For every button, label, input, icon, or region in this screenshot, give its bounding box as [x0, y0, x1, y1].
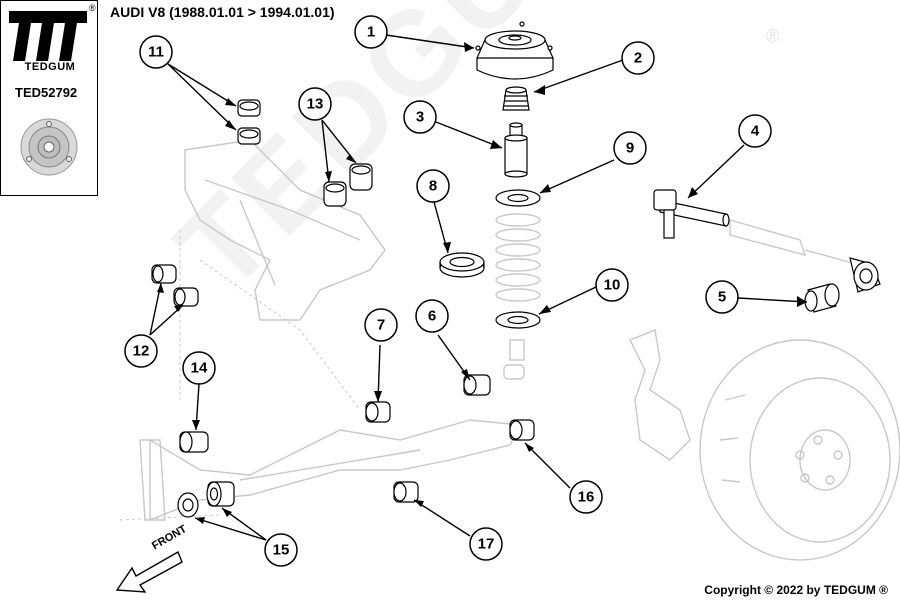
subframe-outline: [179, 139, 386, 411]
svg-text:1: 1: [367, 24, 375, 41]
bearing-part: [439, 252, 485, 278]
callout-12: 12: [124, 334, 158, 368]
svg-text:14: 14: [191, 360, 208, 377]
svg-text:12: 12: [133, 343, 150, 360]
copyright: Copyright © 2022 by TEDGUM ®: [704, 583, 888, 597]
callout-6: 6: [415, 299, 449, 333]
svg-text:10: 10: [604, 277, 621, 294]
callout-7: 7: [364, 308, 398, 342]
callout-11: 11: [139, 35, 173, 69]
bushing-13b-part: [323, 181, 347, 207]
callout-10: 10: [595, 268, 629, 302]
brand-name: TEDGUM: [24, 61, 76, 73]
callout-1: 1: [354, 15, 388, 49]
callout-13: 13: [298, 87, 332, 121]
svg-text:8: 8: [429, 178, 437, 195]
watermark-registered-mark: ®: [766, 26, 780, 46]
wheel-outline: [699, 339, 900, 561]
steering-knuckle-outline: [629, 329, 691, 461]
bushing-15a-part: [177, 492, 199, 518]
callout-17: 17: [469, 527, 503, 561]
bushing-12b-part: [173, 287, 199, 307]
tie-rod-bushing-part: [849, 257, 881, 293]
front-arrow-icon: [115, 550, 183, 593]
callout-2: 2: [621, 41, 655, 75]
vehicle-title: AUDI V8 (1988.01.01 > 1994.01.01): [110, 4, 335, 20]
dust-boot-part: [504, 122, 528, 178]
bushing-11b-part: [237, 127, 261, 145]
callout-3: 3: [403, 100, 437, 134]
tie-rod-end-part: [653, 189, 730, 239]
svg-text:7: 7: [377, 317, 385, 334]
callout-5: 5: [705, 280, 739, 314]
callout-8: 8: [416, 169, 450, 203]
bump-stop-part: [502, 86, 530, 111]
bushing-5-part: [804, 283, 840, 313]
svg-text:6: 6: [428, 308, 436, 325]
svg-text:2: 2: [634, 50, 642, 67]
bushing-11a-part: [237, 99, 261, 117]
svg-text:3: 3: [416, 109, 424, 126]
svg-text:15: 15: [273, 542, 290, 559]
callout-14: 14: [182, 351, 216, 385]
bushing-7-part: [365, 401, 391, 423]
lower-spring-seat-part: [495, 311, 541, 329]
bushing-15b-part: [206, 481, 235, 507]
spring-outline: [495, 213, 541, 380]
svg-text:4: 4: [751, 123, 760, 140]
bushing-12a-part: [151, 264, 177, 284]
svg-text:16: 16: [578, 489, 595, 506]
callout-4: 4: [738, 114, 772, 148]
registered-mark: ®: [89, 3, 96, 13]
leader-lines: [149, 34, 808, 541]
bushing-6-part: [463, 374, 491, 396]
svg-text:9: 9: [626, 140, 634, 157]
part-number: TED52792: [15, 85, 78, 100]
bushing-13a-part: [349, 163, 373, 191]
tedgum-logo-icon: [9, 11, 87, 61]
callout-15: 15: [264, 533, 298, 567]
svg-text:13: 13: [307, 96, 324, 113]
bushing-14-part: [179, 431, 209, 453]
bushing-16-part: [509, 419, 535, 441]
brand-panel: ® TEDGUM TED52792: [0, 0, 98, 196]
svg-text:5: 5: [718, 289, 726, 306]
spring-seat-part: [495, 189, 541, 207]
svg-text:11: 11: [148, 44, 164, 61]
bushing-17-part: [393, 481, 419, 503]
strut-mount-part: [475, 21, 554, 80]
callout-16: 16: [569, 480, 603, 514]
strut-mount-thumbnail-icon: [20, 118, 78, 176]
callout-9: 9: [613, 131, 647, 165]
tie-rod-outline: [729, 219, 861, 266]
svg-text:17: 17: [478, 536, 495, 553]
